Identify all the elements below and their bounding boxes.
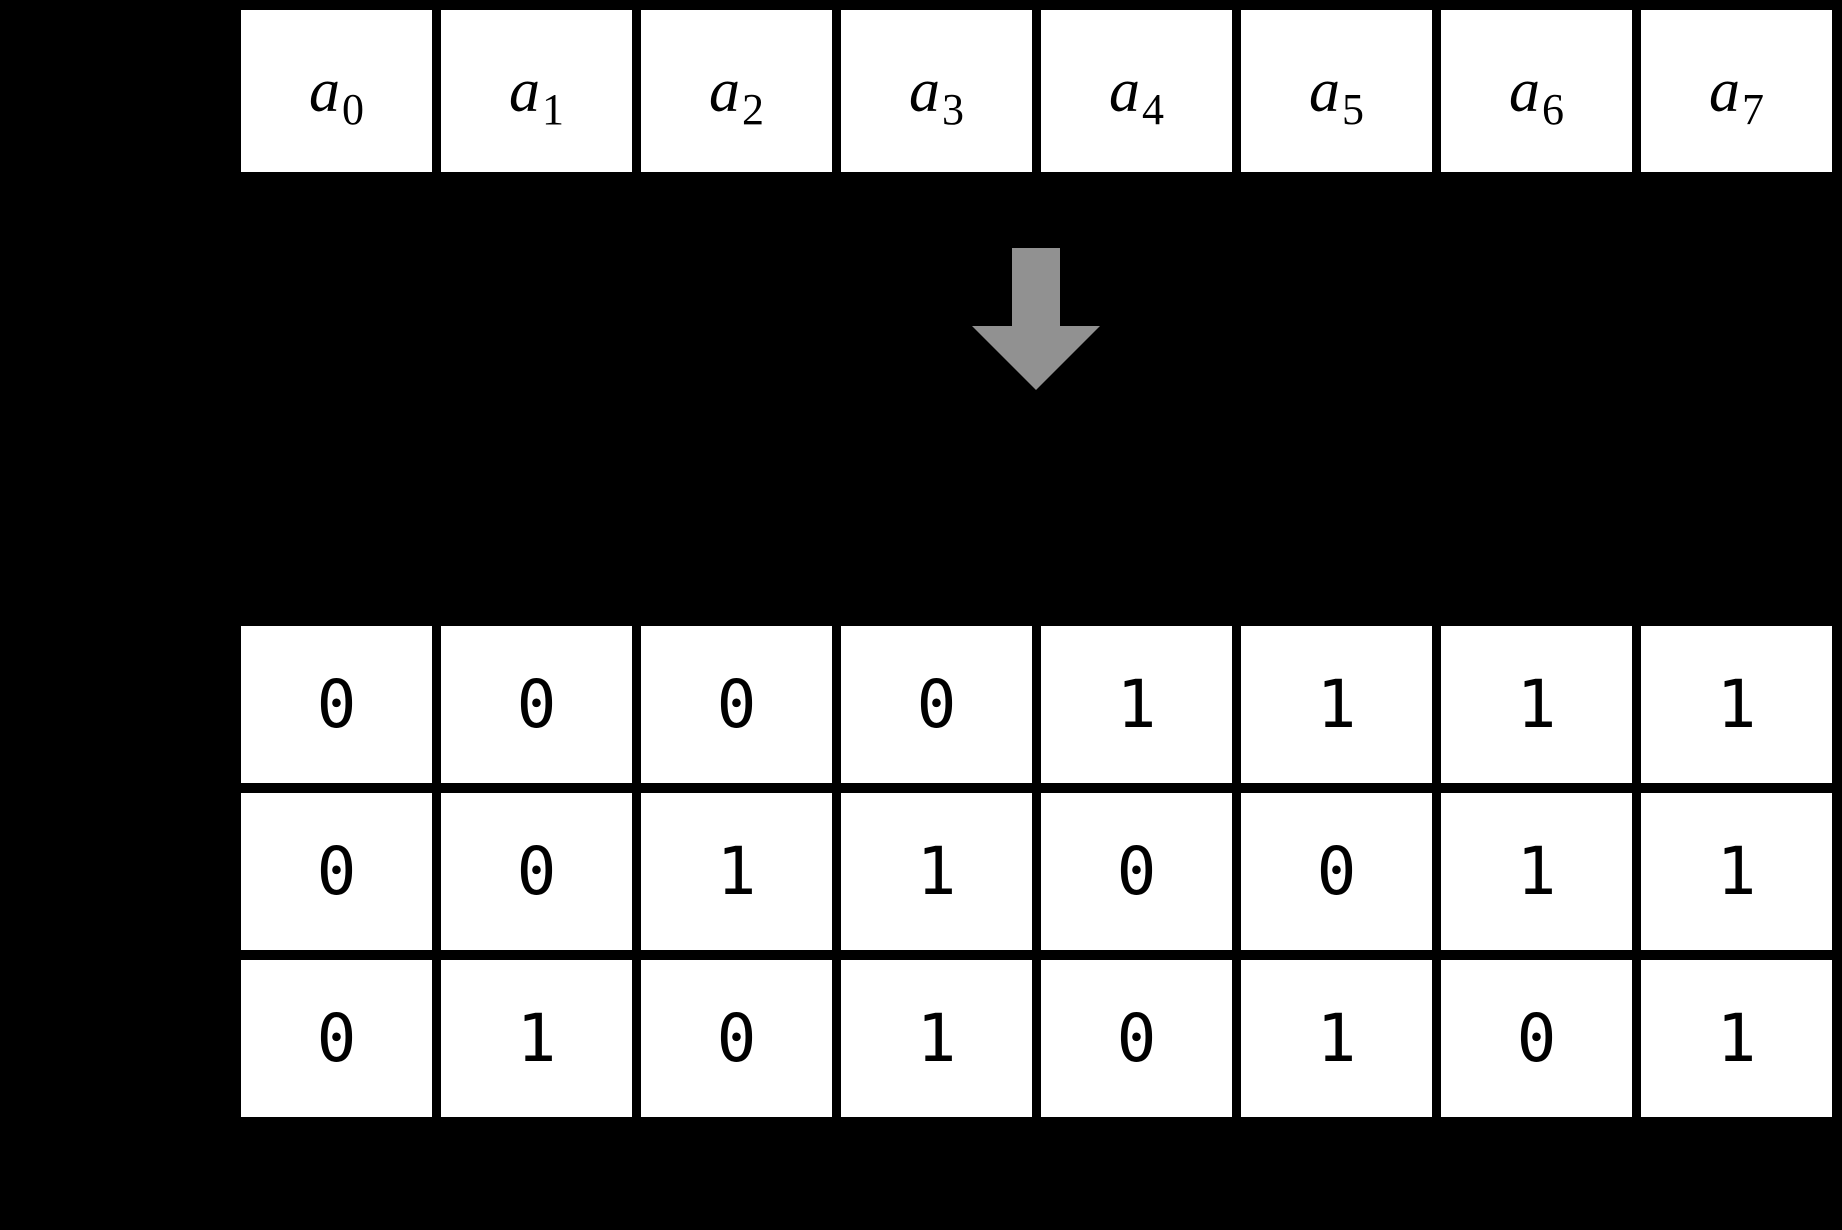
bit-cell: 1 — [1641, 626, 1832, 783]
array-cell-label-subscript: 0 — [342, 85, 364, 134]
bit-cell-value: 0 — [1316, 832, 1357, 910]
bit-cell-value: 0 — [316, 999, 357, 1077]
array-cell-label-base: a — [1109, 57, 1140, 125]
bit-cell: 0 — [441, 793, 632, 950]
array-cell: a6 — [1441, 10, 1632, 172]
bit-cell-value: 0 — [916, 665, 957, 743]
array-cell-label-subscript: 5 — [1342, 85, 1364, 134]
array-cell-label-base: a — [309, 57, 340, 125]
bit-table-row: 0 0 1 1 0 0 1 1 — [241, 793, 1832, 950]
bit-cell-value: 0 — [316, 665, 357, 743]
bit-table-row: 0 0 0 0 1 1 1 1 — [241, 626, 1832, 783]
bit-cell: 1 — [1641, 793, 1832, 950]
array-cell-label-base: a — [1309, 57, 1340, 125]
bit-cell: 1 — [1041, 626, 1232, 783]
bit-cell: 1 — [441, 960, 632, 1117]
bit-table: 0 0 0 0 1 1 1 1 0 0 1 1 0 0 1 1 0 1 0 1 0 1 0 1 — [241, 626, 1832, 1117]
bit-cell: 0 — [241, 793, 432, 950]
bit-cell: 0 — [841, 626, 1032, 783]
bit-cell-value: 1 — [1516, 832, 1557, 910]
array-cell: a0 — [241, 10, 432, 172]
bit-cell: 1 — [1441, 626, 1632, 783]
bit-cell-value: 1 — [516, 999, 557, 1077]
array-cell-label-base: a — [709, 57, 740, 125]
array-cell-label-subscript: 6 — [1542, 85, 1564, 134]
array-cell: a2 — [641, 10, 832, 172]
bit-cell: 0 — [441, 626, 632, 783]
bit-cell-value: 0 — [716, 665, 757, 743]
bit-cell: 1 — [841, 793, 1032, 950]
array-cell-label-base: a — [909, 57, 940, 125]
array-cell-label-subscript: 7 — [1742, 85, 1764, 134]
down-arrow — [972, 248, 1100, 390]
array-cell-label: a1 — [509, 57, 564, 132]
bit-cell-value: 1 — [1716, 832, 1757, 910]
bit-cell-value: 0 — [1516, 999, 1557, 1077]
array-cell-label: a2 — [709, 57, 764, 132]
array-cell: a1 — [441, 10, 632, 172]
bit-cell: 1 — [641, 793, 832, 950]
bit-cell-value: 1 — [1516, 665, 1557, 743]
array-cell-label-subscript: 4 — [1142, 85, 1164, 134]
bit-cell-value: 0 — [316, 832, 357, 910]
bit-cell-value: 0 — [716, 999, 757, 1077]
array-cell-label-base: a — [509, 57, 540, 125]
bit-cell: 1 — [1241, 626, 1432, 783]
down-arrow-shaft — [1012, 248, 1060, 330]
array-cell-label-subscript: 1 — [542, 85, 564, 134]
array-cell: a4 — [1041, 10, 1232, 172]
array-cell-label: a6 — [1509, 57, 1564, 132]
bit-cell: 0 — [241, 626, 432, 783]
bit-cell-value: 1 — [716, 832, 757, 910]
bit-cell-value: 1 — [1716, 999, 1757, 1077]
bit-cell: 1 — [1441, 793, 1632, 950]
bit-cell: 1 — [841, 960, 1032, 1117]
bit-cell: 0 — [1441, 960, 1632, 1117]
bit-cell: 0 — [641, 960, 832, 1117]
array-cell: a3 — [841, 10, 1032, 172]
bit-cell-value: 1 — [916, 999, 957, 1077]
bit-cell: 1 — [1641, 960, 1832, 1117]
array-cell-label: a5 — [1309, 57, 1364, 132]
array-cell-label-subscript: 2 — [742, 85, 764, 134]
array-cell: a7 — [1641, 10, 1832, 172]
bit-cell-value: 0 — [516, 832, 557, 910]
array-cell-label-base: a — [1709, 57, 1740, 125]
array-cell-label: a3 — [909, 57, 964, 132]
down-arrow-head — [972, 326, 1100, 390]
bit-cell: 0 — [1041, 960, 1232, 1117]
array-cell-label: a0 — [309, 57, 364, 132]
bit-cell: 0 — [1241, 793, 1432, 950]
bit-cell-value: 0 — [1116, 832, 1157, 910]
array-cell-label: a7 — [1709, 57, 1764, 132]
array-cell-label: a4 — [1109, 57, 1164, 132]
bit-cell-value: 1 — [1116, 665, 1157, 743]
bit-cell-value: 1 — [1316, 665, 1357, 743]
bit-cell: 0 — [1041, 793, 1232, 950]
bit-cell-value: 1 — [916, 832, 957, 910]
array-cell-label-base: a — [1509, 57, 1540, 125]
array-cell: a5 — [1241, 10, 1432, 172]
bit-cell-value: 1 — [1716, 665, 1757, 743]
bit-cell: 0 — [241, 960, 432, 1117]
bit-cell-value: 0 — [516, 665, 557, 743]
bit-table-row: 0 1 0 1 0 1 0 1 — [241, 960, 1832, 1117]
bit-cell-value: 0 — [1116, 999, 1157, 1077]
bit-cell: 1 — [1241, 960, 1432, 1117]
bit-cell-value: 1 — [1316, 999, 1357, 1077]
array-cell-label-subscript: 3 — [942, 85, 964, 134]
bit-cell: 0 — [641, 626, 832, 783]
